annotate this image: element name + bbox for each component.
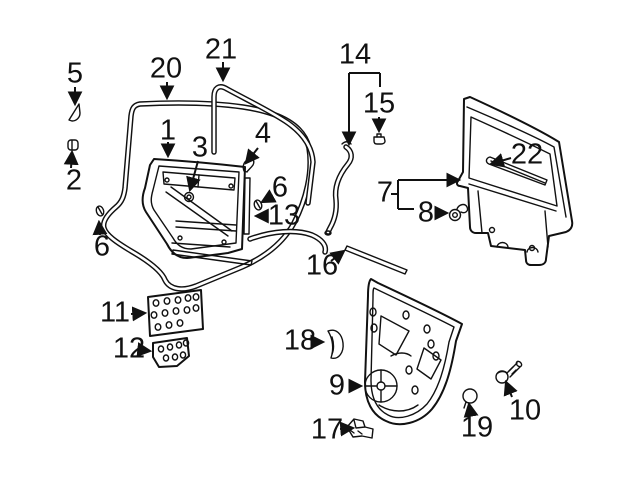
grommet-right-part <box>253 199 263 211</box>
callout-7[interactable]: 7 <box>376 176 394 209</box>
screw-part <box>495 360 523 384</box>
callout-16[interactable]: 16 <box>305 249 339 282</box>
callout-15[interactable]: 15 <box>362 87 396 120</box>
callout-2[interactable]: 2 <box>65 164 83 197</box>
callout-6-left[interactable]: 6 <box>93 230 111 263</box>
callout-4[interactable]: 4 <box>254 117 272 150</box>
callout-12[interactable]: 12 <box>112 332 146 365</box>
sash-strip-part <box>243 177 251 235</box>
wedge-clip-part <box>68 103 81 122</box>
frame-clip-part <box>448 203 469 222</box>
callout-3[interactable]: 3 <box>191 131 209 164</box>
outer-molding-part <box>344 245 408 275</box>
callout-5[interactable]: 5 <box>66 57 84 90</box>
callout-17[interactable]: 17 <box>310 413 344 446</box>
hose-clip-part <box>373 133 386 145</box>
patch-plate-large-part <box>147 289 204 337</box>
callout-21[interactable]: 21 <box>204 33 238 66</box>
grommet-left-part <box>95 205 105 217</box>
callout-1[interactable]: 1 <box>159 114 177 147</box>
callout-10[interactable]: 10 <box>508 394 542 427</box>
patch-plate-small-part <box>152 337 190 368</box>
trim-panel-part <box>364 278 463 426</box>
callout-14[interactable]: 14 <box>338 38 372 71</box>
callout-13[interactable]: 13 <box>267 199 301 232</box>
window-frame-part <box>455 96 574 266</box>
leader-lines <box>63 62 518 437</box>
callout-18[interactable]: 18 <box>283 324 317 357</box>
glass-run-channel-part <box>171 84 329 266</box>
callout-6-right[interactable]: 6 <box>271 171 289 204</box>
callout-19[interactable]: 19 <box>460 411 494 444</box>
square-clip-part <box>67 139 79 151</box>
callout-8[interactable]: 8 <box>417 196 435 229</box>
callout-22[interactable]: 22 <box>510 138 544 171</box>
door-grommet-part <box>183 191 195 203</box>
drain-hose-part <box>324 141 354 236</box>
callout-11[interactable]: 11 <box>99 296 131 329</box>
callout-20[interactable]: 20 <box>149 52 183 85</box>
handle-cap-part <box>327 329 344 359</box>
callout-9[interactable]: 9 <box>328 369 346 402</box>
door-shell-part <box>141 158 246 259</box>
